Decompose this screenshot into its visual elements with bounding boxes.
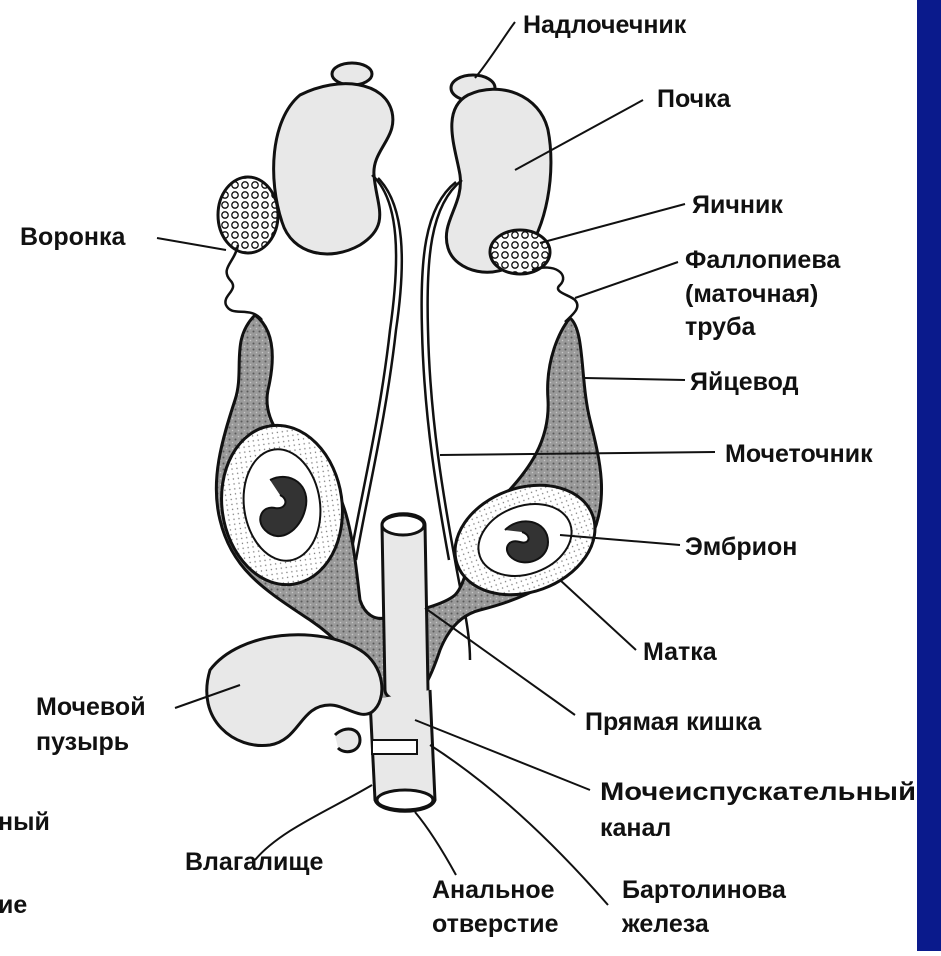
label-fallopian-1: Фаллопиева <box>685 246 841 274</box>
leader-oviduct <box>585 378 685 380</box>
label-bartholin-1: Бартолинова <box>622 876 787 904</box>
leader-adrenal <box>475 22 515 78</box>
rectum <box>382 514 428 702</box>
label-anal-2: отверстие <box>432 910 559 938</box>
label-rectum: Прямая кишка <box>585 708 762 736</box>
label-urethra-1: Мочеиспускательный <box>600 778 916 806</box>
left-adrenal-gland <box>332 63 372 85</box>
label-funnel: Воронка <box>20 223 126 251</box>
leader-funnel <box>157 238 226 250</box>
label-oviduct: Яйцевод <box>690 368 799 396</box>
right-embryo <box>505 521 548 562</box>
anal-opening <box>377 790 433 810</box>
urinary-bladder <box>207 635 382 746</box>
label-kidney: Почка <box>657 85 732 113</box>
left-ovary <box>218 177 278 253</box>
leader-rectum <box>425 608 575 715</box>
label-fallopian-2: (маточная) <box>685 280 818 308</box>
right-fallopian-tube <box>532 268 577 322</box>
left-kidney <box>274 84 393 254</box>
label-uterus: Матка <box>643 638 718 666</box>
leader-uterus <box>560 580 636 650</box>
leader-urethra <box>415 720 590 790</box>
label-cut-2: ие <box>0 891 27 919</box>
label-embryo: Эмбрион <box>685 533 797 561</box>
bartholin-gland <box>335 729 360 752</box>
label-adrenal: Надлочечник <box>523 11 687 39</box>
urethral-opening <box>372 740 417 754</box>
label-urethra-2: канал <box>600 814 671 842</box>
leader-ovary <box>540 204 685 243</box>
label-vagina: Влагалище <box>185 848 323 876</box>
left-fallopian-tube <box>225 245 262 320</box>
side-bar <box>917 0 941 951</box>
label-bladder-1: Мочевой <box>36 693 146 721</box>
label-bladder-2: пузырь <box>36 728 129 756</box>
label-fallopian-3: труба <box>685 313 757 341</box>
label-ovary: Яичник <box>692 191 783 219</box>
leader-anal <box>415 812 456 875</box>
label-ureter: Мочеточник <box>725 440 873 468</box>
leader-fallopian <box>575 262 678 298</box>
label-cut-1: ный <box>0 808 50 836</box>
rectum-opening <box>382 515 424 535</box>
label-anal-1: Анальное <box>432 876 555 904</box>
label-bartholin-2: железа <box>621 910 710 938</box>
